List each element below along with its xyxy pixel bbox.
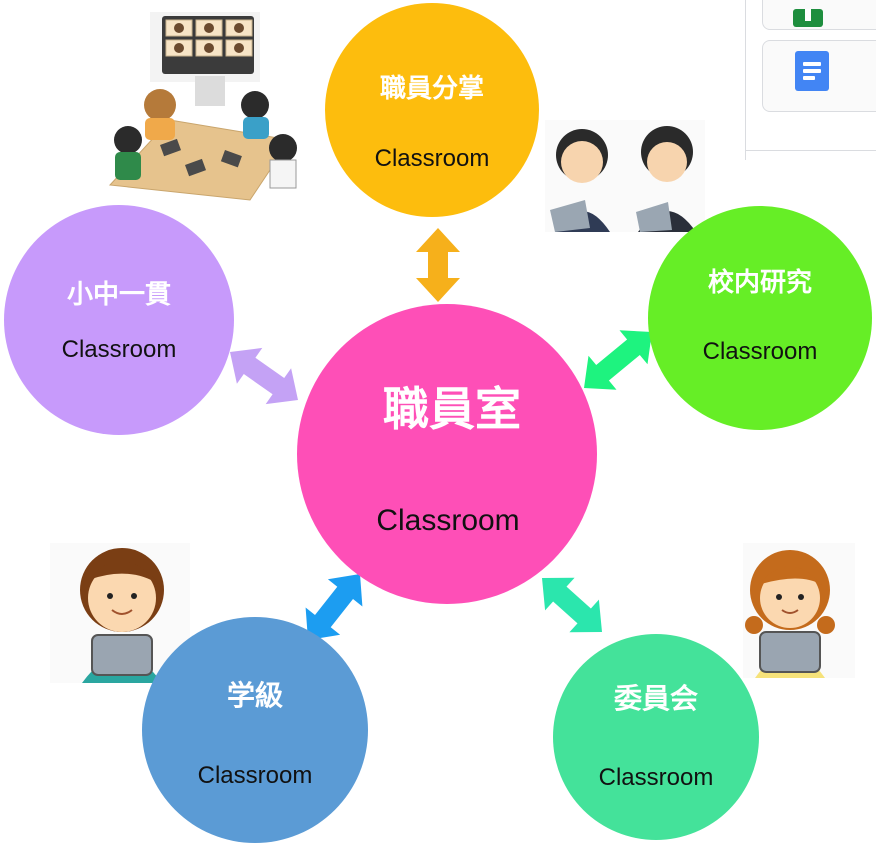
- sheets-tile[interactable]: [762, 0, 876, 30]
- arrow-right-to-center: [584, 330, 652, 390]
- node-bottom-right-title: 委員会: [613, 682, 698, 715]
- node-right-title: 校内研究: [708, 267, 812, 298]
- node-bottom-left-title: 学級: [227, 679, 283, 712]
- node-center-subtitle: Classroom: [376, 504, 519, 537]
- arrow-left-to-center: [230, 347, 298, 405]
- node-top[interactable]: 職員分掌 Classroom: [325, 3, 539, 217]
- double-arrow-shape: [230, 347, 298, 405]
- arrow-bottom-right-to-center: [542, 577, 602, 633]
- node-left-title: 小中一貫: [67, 280, 171, 310]
- node-right-circle: [648, 206, 872, 430]
- node-top-circle: [325, 3, 539, 217]
- double-arrow-shape: [305, 574, 363, 640]
- meeting-people: [114, 89, 297, 189]
- node-bottom-left-subtitle: Classroom: [198, 762, 313, 789]
- teachers-with-tablets-illustration: [545, 120, 705, 232]
- docs-icon: [795, 51, 829, 91]
- sheets-icon: [793, 9, 823, 27]
- panel-divider: [746, 150, 876, 151]
- node-center-title: 職員室: [383, 382, 521, 436]
- docs-tile[interactable]: [762, 40, 876, 112]
- node-right-subtitle: Classroom: [703, 338, 818, 365]
- node-bottom-left-circle: [142, 617, 368, 843]
- node-left[interactable]: 小中一貫 Classroom: [4, 205, 234, 435]
- node-left-circle: [4, 205, 234, 435]
- node-center[interactable]: 職員室 Classroom: [297, 304, 597, 604]
- double-arrow-shape: [584, 330, 652, 390]
- boy-with-tablet-illustration: [50, 543, 190, 683]
- arrow-bottom-left-to-center: [305, 574, 363, 640]
- double-arrow-shape: [542, 577, 602, 633]
- double-arrow-shape: [416, 228, 460, 302]
- node-top-title: 職員分掌: [380, 74, 484, 104]
- node-top-subtitle: Classroom: [375, 145, 490, 172]
- video-meeting-illustration: [108, 12, 297, 201]
- node-left-subtitle: Classroom: [62, 336, 177, 363]
- node-right[interactable]: 校内研究 Classroom: [648, 206, 872, 430]
- arrow-top-to-center: [416, 228, 460, 302]
- node-center-circle: [297, 304, 597, 604]
- node-bottom-right[interactable]: 委員会 Classroom: [553, 634, 759, 840]
- girl-with-tablet-illustration: [743, 543, 855, 678]
- node-bottom-left[interactable]: 学級 Classroom: [142, 617, 368, 843]
- node-bottom-right-subtitle: Classroom: [599, 764, 714, 791]
- node-bottom-right-circle: [553, 634, 759, 840]
- app-panel: [745, 0, 876, 160]
